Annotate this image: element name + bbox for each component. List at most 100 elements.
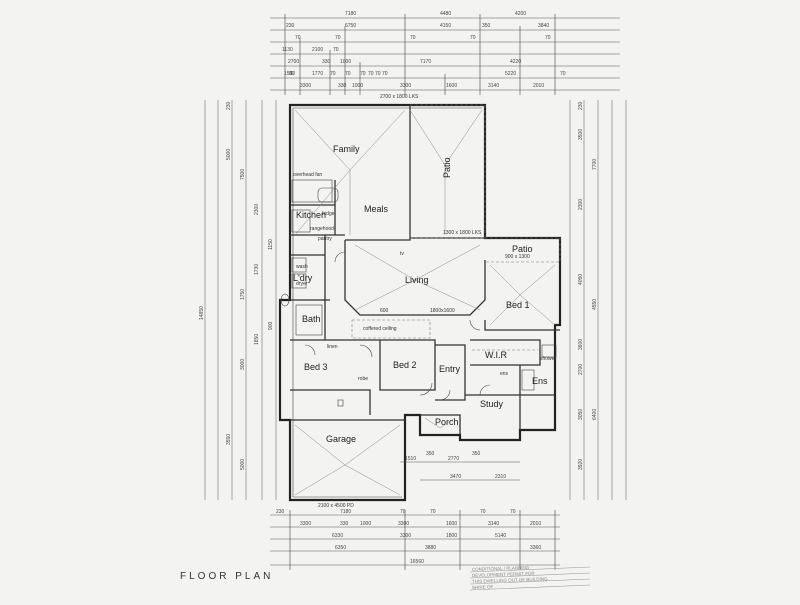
dim-top-2b: 6750: [345, 23, 356, 29]
note-overhead-fan: overhead fan: [293, 172, 322, 178]
dim-left-13: 230: [226, 101, 232, 110]
dim-top-7b: 1770: [312, 71, 323, 77]
dim-top-4b: 2100: [312, 47, 323, 53]
dim-porch-3: 2770: [448, 456, 459, 462]
dim-bot-2a: 3300: [300, 521, 311, 527]
dim-top-8c: 1000: [352, 83, 363, 89]
dim-left-9: 3000: [240, 359, 246, 370]
dim-bot-2c: 1000: [360, 521, 371, 527]
room-family: Family: [333, 144, 360, 154]
note-ceiling-3: 900 x 1300: [505, 254, 530, 260]
dim-bot-4c: 3360: [530, 545, 541, 551]
dim-right-1: 3500: [578, 129, 584, 140]
dim-top-6b: 70: [330, 71, 336, 77]
dim-left-1: 5000: [226, 149, 232, 160]
dim-top-2c: 4150: [440, 23, 451, 29]
dim-left-4: 1150: [268, 239, 274, 250]
dim-bot-3d: 5140: [495, 533, 506, 539]
stamp-line-2: DEVELOPMENT PERMIT FOR: [472, 571, 536, 578]
dim-top-7e: 70: [382, 71, 388, 77]
dim-porch-2: 350: [426, 451, 435, 457]
dim-bot-total: 16560: [410, 559, 424, 565]
top-dimension-chains: 7180 4480 4200 230 6750 4150 350 3840 70…: [270, 11, 620, 95]
note-fridge: fridge: [322, 211, 335, 217]
dim-top-2e: 3840: [538, 23, 549, 29]
dim-top-8d: 3300: [400, 83, 411, 89]
dim-top-7a: 1580: [284, 71, 295, 77]
dim-top-2a: 230: [286, 23, 295, 29]
left-dimension-chains: 5000 7500 2300 1150 1730 1750 900 1850 3…: [199, 100, 277, 500]
dim-bot-1f: 70: [510, 509, 516, 515]
room-bed2: Bed 2: [393, 360, 417, 370]
room-porch: Porch: [435, 417, 459, 427]
room-kitchen: Kitchen: [296, 210, 326, 220]
room-entry: Entry: [439, 364, 461, 374]
dim-bot-1c: 70: [400, 509, 406, 515]
dim-top-5d: 7170: [420, 59, 431, 65]
dim-top-6e: 70: [560, 71, 566, 77]
dim-bot-2e: 1600: [446, 521, 457, 527]
dim-bot-3a: 6330: [332, 533, 343, 539]
dim-porch-4: 350: [472, 451, 481, 457]
dim-top-1a: 7180: [345, 11, 356, 17]
dim-bot-2f: 3140: [488, 521, 499, 527]
room-living: Living: [405, 275, 429, 285]
dim-left-11: 5000: [240, 459, 246, 470]
room-bed1: Bed 1: [506, 300, 530, 310]
room-ens: Ens: [532, 376, 548, 386]
stamp-line-3: THIS DWELLING OUT OF BUILDING: [472, 576, 548, 584]
note-pantry: pantry: [318, 236, 332, 242]
dim-right-9: 3050: [578, 409, 584, 420]
dim-right-5: 4550: [592, 299, 598, 310]
note-wash: wash: [296, 264, 308, 270]
interior-walls: [290, 105, 560, 435]
dim-top-1b: 4480: [440, 11, 451, 17]
dim-left-5: 1730: [254, 264, 260, 275]
dim-top-5c: 1000: [340, 59, 351, 65]
dim-top-3e: 70: [545, 35, 551, 41]
dim-porch-5: 3470: [450, 474, 461, 480]
room-labels: Family Meals Patio Kitchen Patio L'dry L…: [293, 144, 548, 444]
dim-top-3b: 70: [335, 35, 341, 41]
dim-bot-1a: 230: [276, 509, 285, 515]
room-laundry: L'dry: [293, 273, 313, 283]
drawing-title: FLOOR PLAN: [180, 571, 273, 582]
room-bed3: Bed 3: [304, 362, 328, 372]
dim-top-6a: 70: [288, 71, 294, 77]
room-study: Study: [480, 399, 504, 409]
note-rangehood: rangehood: [310, 226, 334, 232]
dim-top-5b: 330: [322, 59, 331, 65]
dim-porch-6: 2310: [495, 474, 506, 480]
note-linen: linen: [327, 344, 338, 350]
note-ceiling-4: 1800x1600: [430, 308, 455, 314]
dim-top-8b: 330: [338, 83, 347, 89]
dim-top-3a: 70: [295, 35, 301, 41]
stamp-line-1: CONDITIONAL / PLANNING: [472, 565, 530, 572]
dim-left-6: 1750: [240, 289, 246, 300]
dim-left-7: 900: [268, 321, 274, 330]
room-bath: Bath: [302, 314, 321, 324]
dim-right-8: 6400: [592, 409, 598, 420]
dim-bot-2b: 330: [340, 521, 349, 527]
dim-top-6d: 70: [375, 71, 381, 77]
roof-hip-lines: [294, 104, 561, 496]
dim-top-8e: 1600: [446, 83, 457, 89]
dim-bot-2d: 3300: [398, 521, 409, 527]
note-ceiling-2: 1300 x 1800 LKS: [443, 230, 482, 236]
dim-top-8a: 3300: [300, 83, 311, 89]
dim-top-6c: 70: [360, 71, 366, 77]
dim-left-total: 14850: [199, 306, 205, 320]
dim-top-5e: 4220: [510, 59, 521, 65]
dim-left-2: 7500: [240, 169, 246, 180]
bottom-dimension-chains: 230 7180 70 70 70 70 3300 330 1000 3300 …: [270, 509, 560, 570]
dim-bot-3b: 3300: [400, 533, 411, 539]
small-annotations: overhead fan pantry coffered ceiling ran…: [293, 94, 556, 509]
room-garage: Garage: [326, 434, 356, 444]
dim-bot-4a: 6350: [335, 545, 346, 551]
dim-top-2d: 350: [482, 23, 491, 29]
dim-bot-3c: 1800: [446, 533, 457, 539]
dim-right-11: 230: [578, 101, 584, 110]
note-ens: ens: [500, 371, 509, 377]
dim-bot-1e: 70: [480, 509, 486, 515]
